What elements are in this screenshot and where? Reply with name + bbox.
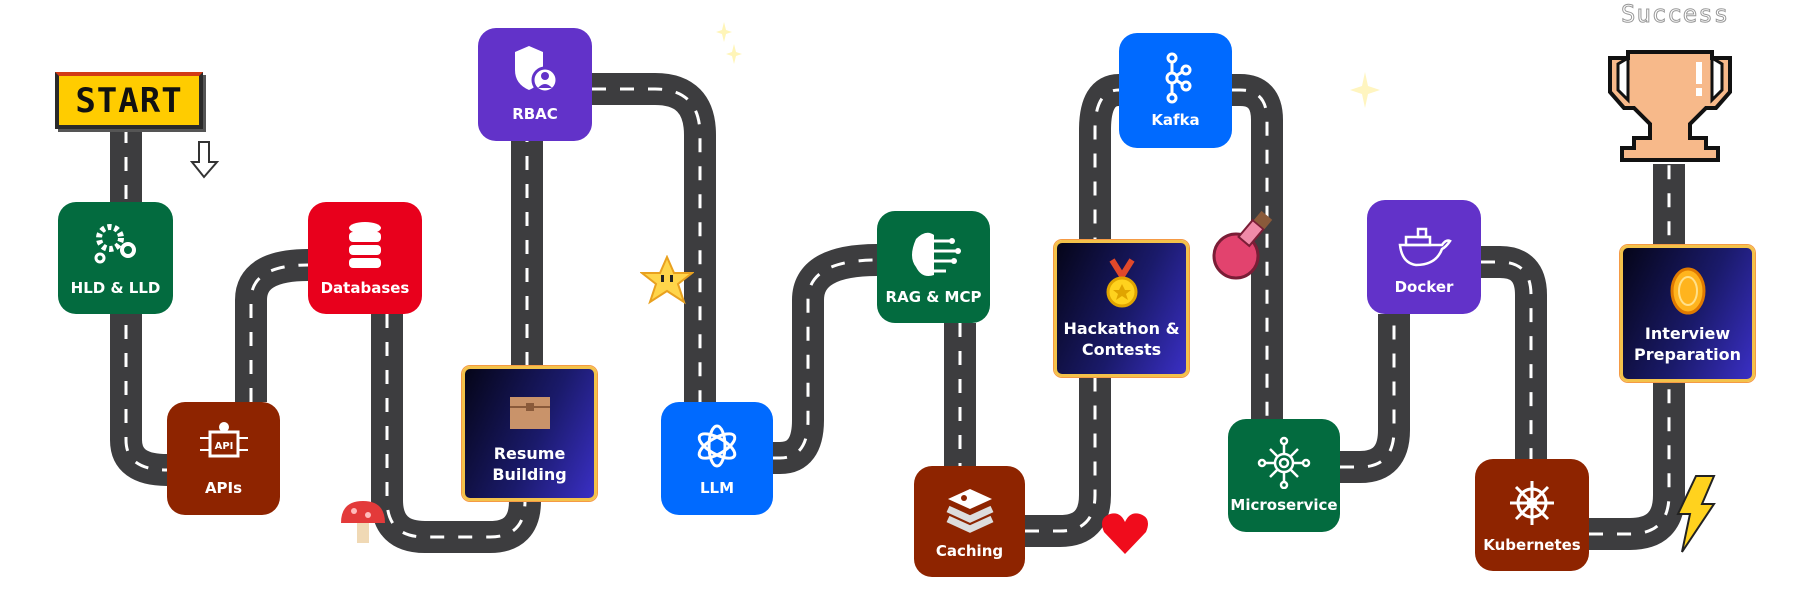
database-icon [349,221,381,268]
roadmap-node-apis[interactable]: API APIs [167,402,280,515]
brain-circuit-icon [911,232,961,276]
node-label: Hackathon & Contests [1063,318,1180,359]
medal-icon [1106,257,1137,307]
roadmap-node-kubernetes[interactable]: Kubernetes [1475,459,1589,571]
road-center-line [385,314,527,539]
roadmap-node-interview-preparation[interactable]: Interview Preparation [1620,245,1755,382]
road-segment [1340,314,1410,483]
star-icon [640,255,694,305]
road-segment [1589,164,1685,550]
kafka-icon [1165,52,1191,104]
roadmap-node-hackathon-contests[interactable]: Hackathon & Contests [1054,240,1189,377]
road-segment [592,73,716,402]
road-center-line [592,87,702,402]
node-label: Interview Preparation [1634,323,1741,364]
node-label: Kubernetes [1483,535,1581,554]
road-center-line [124,129,168,472]
node-label: Resume Building [492,443,567,484]
mushroom-icon [341,501,385,543]
sparkle-icon [716,22,742,64]
success-label: Success [1620,0,1730,29]
treasure-chest-icon [509,396,550,429]
road-center-line [1232,88,1269,419]
node-label: RBAC [512,105,558,123]
helm-icon [1510,480,1554,525]
road-segment [1481,246,1547,459]
heart-icon [1102,513,1148,554]
roadmap-node-caching[interactable]: Caching [914,466,1025,577]
roadmap-node-resume-building[interactable]: Resume Building [462,366,597,501]
road-segment [773,244,878,474]
roadmap-node-hld-lld[interactable]: HLD & LLD [58,202,173,314]
roadmap-node-microservice[interactable]: Microservice [1228,419,1340,532]
lightning-icon [1676,475,1716,553]
node-label: LLM [699,479,735,497]
node-label: RAG & MCP [885,287,982,306]
roadmap-node-rag-mcp[interactable]: RAG & MCP [877,211,990,323]
node-label: Caching [935,542,1004,560]
docker-icon [1398,227,1452,266]
coin-icon [1670,267,1705,314]
svg-text:API: API [214,441,233,452]
node-label: Kafka [1151,111,1200,129]
road-center-line [773,258,878,460]
node-label: HLD & LLD [70,278,161,297]
api-icon: API [199,422,248,458]
roadmap-node-databases[interactable]: Databases [308,202,422,314]
down-arrow-icon [190,141,220,179]
roadmap-node-docker[interactable]: Docker [1367,200,1481,314]
microservice-icon [1257,436,1311,489]
trophy-icon [1608,50,1732,162]
potion-icon [1212,210,1273,280]
sparkle-icon [1350,72,1380,108]
gears-icon [94,223,136,263]
roadmap-node-kafka[interactable]: Kafka [1119,33,1232,148]
node-label: Docker [1394,277,1454,296]
start-sign: START [55,72,203,129]
openai-icon [697,424,737,468]
node-label: Microservice [1230,496,1338,514]
node-label: Databases [320,278,410,297]
roadmap-node-rbac[interactable]: RBAC [478,28,592,141]
roadmap-node-llm[interactable]: LLM [661,402,773,515]
redis-icon [946,489,993,533]
shield-user-icon [515,46,559,94]
node-label: APIs [204,479,243,497]
road-center-line [1025,88,1120,533]
road-segment [235,249,309,402]
